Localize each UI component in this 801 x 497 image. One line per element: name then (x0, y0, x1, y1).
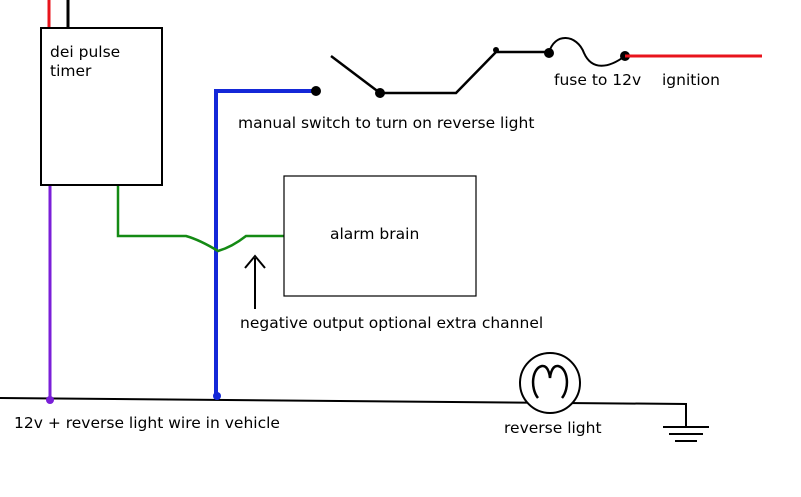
switch-lead-blue-wire (214, 89, 316, 396)
ignition-label: ignition (662, 71, 720, 89)
alarm-output-green-wire (116, 186, 284, 253)
blue-splice-dot (213, 392, 221, 400)
bulb-filament-icon (531, 364, 569, 399)
timer-label-line2: timer (50, 62, 92, 80)
switch-blade (330, 55, 381, 94)
fuse-label: fuse to 12v (554, 71, 642, 89)
ground-symbol-icon (663, 426, 709, 442)
alarm-brain-box (283, 175, 477, 297)
switch-terminal-left (311, 86, 321, 96)
timer-box (40, 27, 163, 186)
alarm-brain-label: alarm brain (330, 225, 420, 243)
negative-output-label: negative output optional extra channel (240, 314, 544, 332)
vehicle-wire-label: 12v + reverse light wire in vehicle (14, 414, 280, 432)
fuse-element (548, 37, 626, 67)
timer-label-line1: dei pulse (50, 43, 121, 61)
output-arrow-head (244, 254, 266, 269)
switch-pivot-dot (493, 47, 499, 53)
switch-to-fuse-wire (380, 50, 549, 95)
manual-switch-label: manual switch to turn on reverse light (238, 114, 535, 132)
vehicle-reverse-wire (0, 397, 687, 426)
reverse-light-label: reverse light (504, 419, 602, 437)
reverse-light-bulb-icon (519, 352, 581, 414)
purple-splice-dot (46, 396, 54, 404)
